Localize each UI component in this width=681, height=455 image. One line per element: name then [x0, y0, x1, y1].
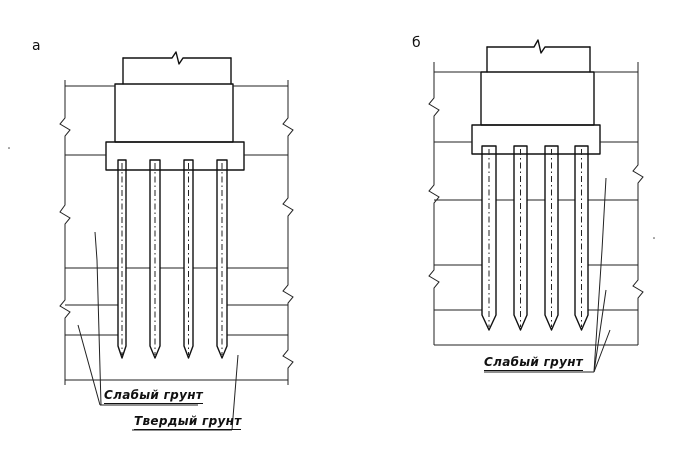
- leaders-a: [77, 231, 239, 431]
- pile-a1: [117, 159, 127, 359]
- side-breaks-a: [59, 80, 294, 385]
- hard-soil-label-a: Твердый грунт: [134, 414, 242, 430]
- pile-b2: [513, 145, 528, 331]
- column-b: [486, 46, 591, 73]
- column-top-break-a: [122, 51, 232, 65]
- pile-a3: [183, 159, 194, 359]
- soil-layers-b: [434, 71, 638, 346]
- column-base-a: [114, 83, 234, 143]
- soil-layers-a: [65, 85, 288, 381]
- column-top-break-b: [486, 39, 591, 54]
- panel-a-label: а: [32, 38, 41, 54]
- pile-b3: [544, 145, 559, 331]
- side-breaks-b: [428, 62, 644, 345]
- paper-specks: [8, 147, 655, 239]
- panel-a-diagram: [59, 51, 294, 431]
- pile-b1: [481, 145, 497, 331]
- pile-cap-a: [105, 141, 245, 171]
- panel-b-diagram: [428, 39, 644, 373]
- pile-a4: [216, 159, 228, 359]
- pile-cap-b: [471, 124, 601, 155]
- column-a: [122, 57, 232, 85]
- piles-b: [481, 145, 589, 331]
- leaders-b: [484, 177, 611, 373]
- column-base-b: [480, 71, 595, 126]
- weak-soil-label-a: Слабый грунт: [104, 388, 204, 404]
- weak-soil-label-b: Слабый грунт: [484, 355, 584, 371]
- piles-a: [117, 159, 228, 359]
- pile-a2: [149, 159, 161, 359]
- pile-b4: [574, 145, 589, 331]
- panel-b-label: б: [412, 35, 421, 51]
